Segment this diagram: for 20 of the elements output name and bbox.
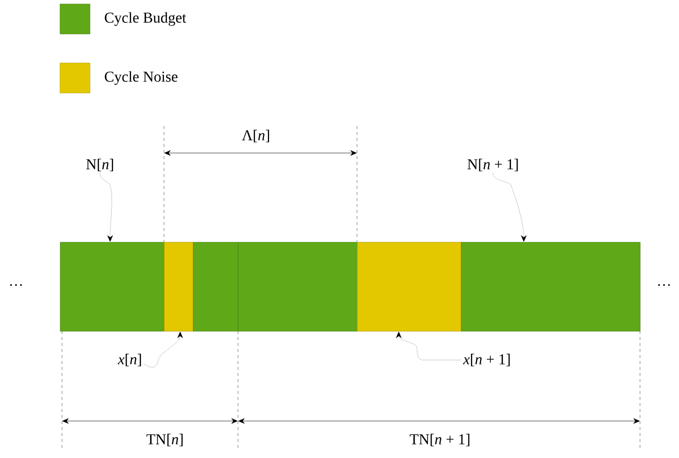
callout-label: x[n]	[118, 354, 141, 366]
bar-segment	[60, 242, 164, 332]
ellipsis: ···	[658, 284, 670, 286]
leader-line	[144, 332, 183, 368]
bar-segment	[357, 242, 462, 332]
bar-segment	[164, 242, 194, 332]
callout-label: x[n + 1]	[463, 354, 510, 366]
dimension-label: Λ[n]	[242, 130, 270, 142]
dimension-label: TN[n + 1]	[410, 434, 470, 446]
bar-segment	[193, 242, 238, 332]
legend-label: Cycle Budget	[104, 12, 186, 26]
leader-line	[492, 173, 527, 242]
callout-label: N[n + 1]	[468, 158, 518, 172]
leader-line	[100, 173, 113, 242]
leader-line	[396, 332, 462, 360]
dimension-label: TN[n]	[146, 434, 183, 446]
ellipsis: ···	[10, 284, 22, 286]
callout-label: N[n]	[86, 158, 114, 172]
legend-label: Cycle Noise	[104, 71, 178, 85]
bar-segment	[461, 242, 640, 332]
